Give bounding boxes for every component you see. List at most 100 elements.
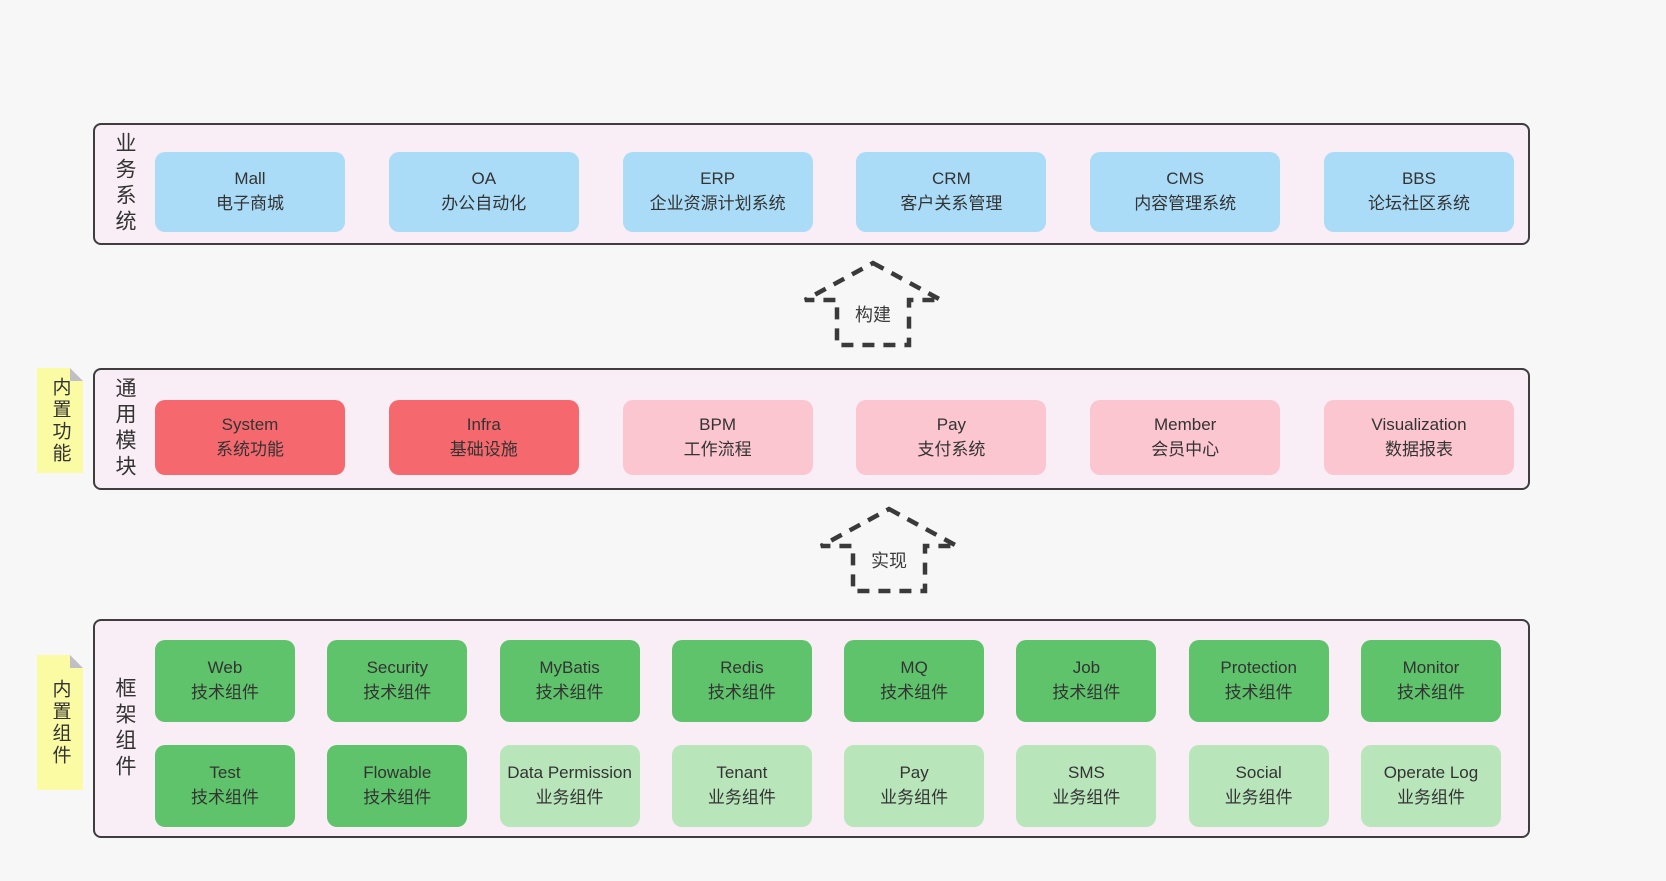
box-subtitle: 技术组件 — [1396, 683, 1465, 702]
box-title: Data Permission — [507, 763, 632, 783]
business-systems-box-row: Mall 电子商城 OA 办公自动化 ERP 企业资源计划系统 CRM 客户关系… — [155, 152, 1514, 232]
box-subtitle: 技术组件 — [191, 788, 259, 807]
business-systems-layer-label: 业务系统 — [113, 132, 136, 236]
box-subtitle: 技术组件 — [191, 683, 259, 702]
diagram-box-system: System 系统功能 — [155, 400, 345, 475]
box-title: Security — [366, 658, 428, 678]
box-title: Operate Log — [1383, 763, 1479, 783]
box-title: Test — [209, 763, 241, 783]
common-modules-box-row: System 系统功能 Infra 基础设施 BPM 工作流程 Pay 支付系统… — [155, 400, 1514, 475]
business-systems-layer: 业务系统 Mall 电子商城 OA 办公自动化 ERP 企业资源计划系统 CRM… — [93, 123, 1530, 245]
box-title: Protection — [1220, 658, 1297, 678]
up-block-arrow-icon — [819, 506, 959, 594]
common-modules-layer: 通用模块 System 系统功能 Infra 基础设施 BPM 工作流程 Pay… — [93, 368, 1530, 490]
biz-components-box-row: Test 技术组件 Flowable 技术组件 Data Permission … — [155, 745, 1501, 827]
diagram-box-sms: SMS 业务组件 — [1016, 745, 1157, 827]
box-subtitle: 办公自动化 — [441, 194, 527, 213]
box-subtitle: 技术组件 — [363, 683, 432, 702]
box-subtitle: 业务组件 — [1224, 788, 1293, 807]
box-subtitle: 支付系统 — [917, 439, 986, 459]
diagram-box-cms: CMS 内容管理系统 — [1090, 152, 1281, 232]
built-in-features-tag: 内置功能 — [37, 368, 83, 473]
diagram-box-visualization: Visualization 数据报表 — [1323, 400, 1514, 475]
box-title: Redis — [720, 658, 764, 678]
diagram-box-job: Job 技术组件 — [1016, 640, 1157, 722]
box-title: Job — [1072, 658, 1101, 678]
box-subtitle: 业务组件 — [1396, 788, 1465, 807]
box-title: System — [221, 414, 279, 434]
built-in-components-tag: 内置组件 — [37, 655, 83, 790]
tech-components-box-row: Web 技术组件 Security 技术组件 MyBatis 技术组件 Redi… — [155, 640, 1501, 722]
box-title: Monitor — [1402, 658, 1460, 678]
box-subtitle: 基础设施 — [449, 439, 518, 459]
box-title: SMS — [1067, 763, 1105, 783]
diagram-box-test: Test 技术组件 — [155, 745, 295, 827]
box-title: Social — [1235, 763, 1282, 783]
diagram-box-pay-module: Pay 支付系统 — [856, 400, 1047, 475]
box-title: Infra — [466, 414, 501, 434]
box-subtitle: 技术组件 — [535, 683, 604, 702]
diagram-box-erp: ERP 企业资源计划系统 — [622, 152, 813, 232]
diagram-box-pay-component: Pay 业务组件 — [844, 745, 985, 827]
diagram-box-mall: Mall 电子商城 — [155, 152, 345, 232]
box-subtitle: 论坛社区系统 — [1367, 194, 1470, 213]
box-subtitle: 客户关系管理 — [900, 194, 1003, 213]
diagram-box-oa: OA 办公自动化 — [388, 152, 579, 232]
build-arrow: 构建 — [802, 260, 944, 348]
diagram-box-flowable: Flowable 技术组件 — [327, 745, 468, 827]
box-subtitle: 技术组件 — [707, 683, 776, 702]
box-subtitle: 企业资源计划系统 — [649, 194, 786, 213]
box-title: BBS — [1401, 169, 1436, 189]
box-title: Member — [1154, 414, 1217, 434]
box-title: Pay — [899, 763, 929, 783]
box-subtitle: 系统功能 — [216, 439, 284, 459]
implement-arrow-label: 实现 — [868, 546, 910, 574]
box-subtitle: 技术组件 — [363, 788, 432, 807]
box-title: CMS — [1166, 169, 1205, 189]
framework-components-layer-label: 框架组件 — [113, 676, 136, 781]
box-subtitle: 会员中心 — [1151, 439, 1220, 459]
built-in-features-tag-label: 内置功能 — [49, 376, 71, 465]
diagram-box-protection: Protection 技术组件 — [1188, 640, 1329, 722]
build-arrow-label: 构建 — [852, 300, 894, 328]
box-title: MQ — [900, 658, 928, 678]
diagram-box-bpm: BPM 工作流程 — [622, 400, 813, 475]
box-subtitle: 业务组件 — [535, 788, 604, 807]
diagram-box-web: Web 技术组件 — [155, 640, 295, 722]
box-title: Web — [207, 658, 243, 678]
box-subtitle: 电子商城 — [216, 194, 284, 213]
diagram-box-operate-log: Operate Log 业务组件 — [1360, 745, 1501, 827]
box-subtitle: 技术组件 — [880, 683, 949, 702]
built-in-components-tag-label: 内置组件 — [49, 678, 71, 767]
box-title: MyBatis — [539, 658, 600, 678]
box-subtitle: 技术组件 — [1052, 683, 1121, 702]
diagram-box-infra: Infra 基础设施 — [388, 400, 579, 475]
diagram-box-data-permission: Data Permission 业务组件 — [499, 745, 640, 827]
box-subtitle: 业务组件 — [707, 788, 776, 807]
box-title: Visualization — [1371, 414, 1467, 434]
box-subtitle: 业务组件 — [1052, 788, 1121, 807]
up-block-arrow-icon — [803, 260, 943, 348]
common-modules-layer-label: 通用模块 — [113, 377, 136, 481]
diagram-box-monitor: Monitor 技术组件 — [1360, 640, 1501, 722]
diagram-box-bbs: BBS 论坛社区系统 — [1323, 152, 1514, 232]
box-subtitle: 业务组件 — [880, 788, 949, 807]
framework-components-layer: 框架组件 Web 技术组件 Security 技术组件 MyBatis 技术组件… — [93, 619, 1530, 838]
box-title: CRM — [932, 169, 971, 189]
box-title: Pay — [936, 414, 967, 434]
box-title: OA — [471, 169, 497, 189]
diagram-box-member: Member 会员中心 — [1090, 400, 1281, 475]
diagram-box-redis: Redis 技术组件 — [671, 640, 812, 722]
box-title: Flowable — [363, 763, 432, 783]
diagram-box-tenant: Tenant 业务组件 — [671, 745, 812, 827]
box-subtitle: 数据报表 — [1384, 439, 1453, 459]
box-title: Mall — [234, 169, 266, 189]
box-title: Tenant — [716, 763, 768, 783]
box-subtitle: 内容管理系统 — [1134, 194, 1237, 213]
box-subtitle: 技术组件 — [1224, 683, 1293, 702]
diagram-box-security: Security 技术组件 — [327, 640, 468, 722]
diagram-box-social: Social 业务组件 — [1188, 745, 1329, 827]
diagram-box-crm: CRM 客户关系管理 — [856, 152, 1047, 232]
box-subtitle: 工作流程 — [683, 439, 752, 459]
implement-arrow: 实现 — [818, 506, 960, 594]
